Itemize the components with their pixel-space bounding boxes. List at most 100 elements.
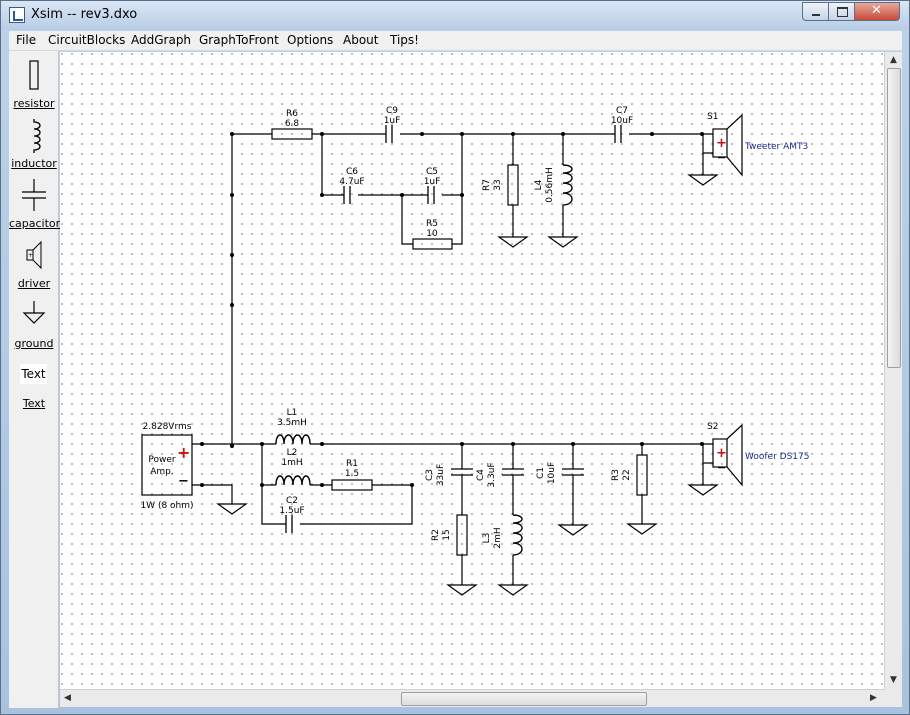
R3-name: R3 — [611, 469, 621, 481]
palette-inductor-label[interactable]: inductor — [11, 157, 57, 170]
R5-name: R5 — [426, 219, 438, 229]
scroll-right-icon[interactable]: ▶ — [870, 693, 877, 703]
resistors — [271, 128, 648, 556]
L2-value: 1mH — [281, 458, 302, 468]
R6-value: 6.8 — [285, 119, 300, 129]
inductor-L2 — [275, 475, 311, 486]
resistor-R1 — [331, 479, 373, 491]
capacitor-C5 — [427, 186, 435, 204]
inductor-L4 — [562, 164, 573, 206]
speaker-S1-magnet — [712, 128, 728, 158]
amp-voltage: 2.828Vrms — [143, 422, 192, 432]
ground-R7 — [497, 236, 529, 248]
L1-value: 3.5mH — [277, 418, 307, 428]
menu-about[interactable]: About — [343, 33, 379, 47]
resistor-R7 — [507, 164, 519, 206]
capacitor-C6 — [343, 186, 351, 204]
text-sample[interactable]: Text — [20, 364, 47, 384]
grounds — [216, 174, 719, 596]
resistor-R6 — [271, 128, 313, 140]
S1-name: S1 — [707, 112, 718, 122]
palette-resistor-label[interactable]: resistor — [13, 97, 55, 110]
ground-L4 — [547, 236, 579, 248]
C1-value: 10uF — [547, 462, 557, 484]
C5-name: C5 — [426, 167, 438, 177]
minimize-button[interactable] — [802, 2, 829, 21]
menu-addgraph[interactable]: AddGraph — [131, 33, 192, 47]
power-amp-box[interactable] — [141, 434, 193, 496]
L4-name: L4 — [534, 179, 544, 190]
R6-name: R6 — [286, 109, 298, 119]
R1-name: R1 — [346, 459, 358, 469]
C9-value: 1uF — [384, 116, 401, 126]
C7-name: C7 — [616, 106, 628, 116]
amp-label-1: Power — [148, 455, 176, 465]
inductor-icon[interactable] — [19, 117, 49, 153]
resistor-icon[interactable] — [19, 57, 49, 93]
resistor-R2 — [456, 514, 468, 556]
palette-text-label[interactable]: Text — [22, 397, 46, 410]
S2-plus-mark: + — [716, 446, 727, 461]
C4-value: 3.3uF — [487, 462, 497, 487]
amp-label-2: Amp. — [150, 467, 174, 477]
app-icon[interactable] — [9, 7, 25, 23]
C5-value: 1uF — [424, 177, 441, 187]
R1-value: 1.5 — [345, 469, 359, 479]
maximize-button[interactable] — [828, 2, 855, 21]
window-title: Xsim -- rev3.dxo — [31, 7, 138, 22]
menu-file[interactable]: File — [16, 33, 37, 47]
L3-name: L3 — [482, 533, 492, 544]
capacitor-C2 — [285, 515, 293, 533]
C6-name: C6 — [346, 167, 358, 177]
capacitor-icon[interactable] — [19, 177, 49, 213]
resistor-R3 — [636, 454, 648, 496]
C7-value: 10uF — [611, 116, 633, 126]
menu-tips[interactable]: Tips! — [390, 33, 419, 47]
S2-minus-mark: − — [717, 461, 726, 474]
menu-options[interactable]: Options — [287, 33, 334, 47]
horizontal-scrollbar[interactable]: ◀ ▶ — [60, 689, 884, 707]
vertical-scrollbar[interactable]: ▲ ▼ — [884, 52, 902, 689]
scroll-down-icon[interactable]: ▼ — [890, 675, 897, 685]
speaker-S1-cone — [726, 113, 743, 177]
drivers — [712, 113, 743, 487]
capacitor-C1 — [562, 468, 584, 476]
R2-value: 15 — [442, 529, 452, 540]
C3-name: C3 — [425, 469, 435, 481]
amp-impedance: 1W (8 ohm) — [140, 501, 193, 511]
speaker-S2-cone — [726, 423, 743, 487]
R2-name: R2 — [431, 529, 441, 541]
menu-circuitblocks[interactable]: CircuitBlocks — [48, 33, 126, 47]
vertical-scroll-thumb[interactable] — [887, 68, 901, 368]
tweeter-label: Tweeter AMT3 — [744, 142, 808, 152]
menu-graphtofront[interactable]: GraphToFront — [199, 33, 279, 47]
S1-minus-mark: − — [717, 151, 726, 164]
scroll-left-icon[interactable]: ◀ — [64, 693, 71, 703]
horizontal-scroll-thumb[interactable] — [401, 692, 647, 706]
resistor-R5 — [412, 238, 453, 250]
C9-name: C9 — [386, 106, 398, 116]
scroll-up-icon[interactable]: ▲ — [890, 55, 897, 65]
inductor-L1 — [275, 434, 311, 445]
schematic-canvas[interactable]: R6 6.8 C9 1uF C7 10uF C6 4.7uF C5 1uF R5… — [60, 52, 884, 689]
palette-driver-label[interactable]: driver — [17, 277, 51, 290]
speaker-icon[interactable]: + — [19, 237, 49, 273]
palette-ground-label[interactable]: ground — [14, 337, 54, 350]
capacitors — [285, 125, 622, 533]
C6-value: 4.7uF — [339, 177, 364, 187]
ground-R2 — [446, 584, 478, 596]
close-button[interactable] — [854, 2, 900, 21]
palette-capacitor-label[interactable]: capacitor — [9, 217, 61, 230]
ground-L3 — [497, 584, 529, 596]
S2-name: S2 — [707, 422, 718, 432]
ground-amp — [216, 503, 248, 515]
R3-value: 22 — [622, 469, 632, 480]
title-bar[interactable]: Xsim -- rev3.dxo — [1, 1, 909, 30]
S1-plus-mark: + — [716, 136, 727, 151]
polarity-marks: S1 + − + − + − — [177, 136, 727, 489]
ground-icon[interactable] — [19, 297, 49, 333]
C3-value: 33uF — [436, 464, 446, 486]
ground-S2 — [687, 484, 719, 496]
C4-name: C4 — [476, 469, 486, 481]
